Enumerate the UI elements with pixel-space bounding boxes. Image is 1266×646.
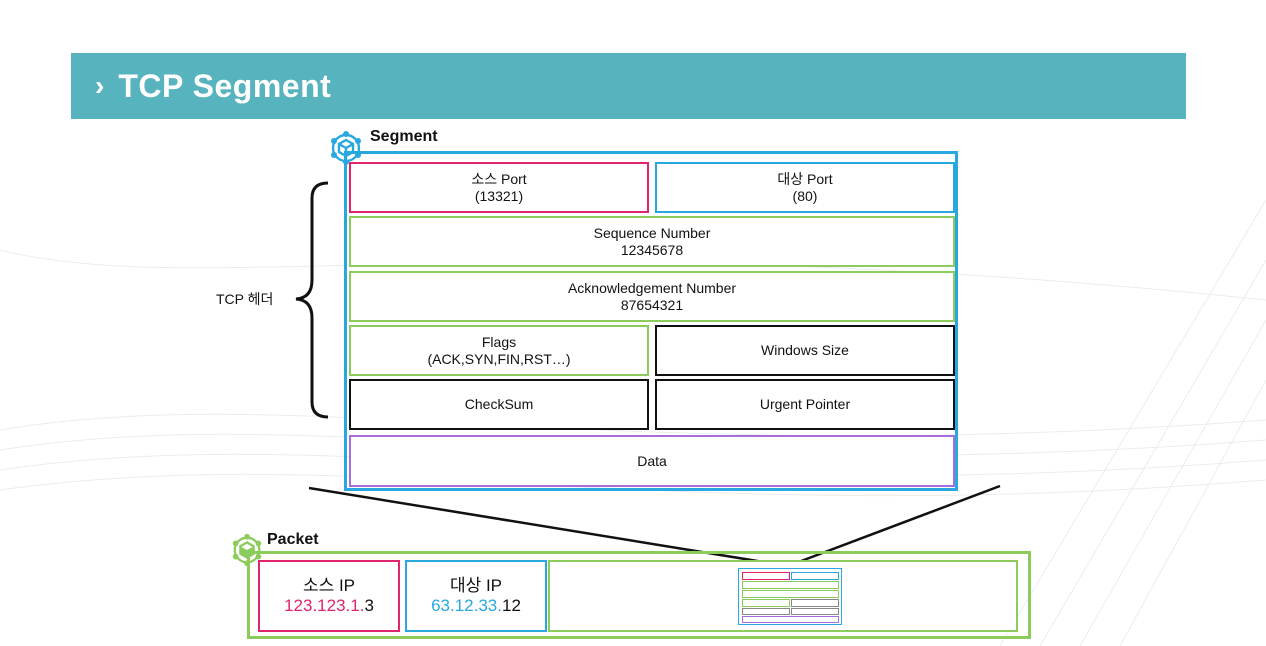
data-field: Data xyxy=(349,435,955,487)
field-label: Flags xyxy=(481,333,517,350)
source-ip-box: 소스 IP 123.123.1.3 xyxy=(258,560,400,632)
packet-frame xyxy=(247,551,1031,639)
urgent-pointer-field: Urgent Pointer xyxy=(655,379,955,430)
flags-field: Flags (ACK,SYN,FIN,RST…) xyxy=(349,325,649,376)
page-title: TCP Segment xyxy=(118,67,332,104)
dest-ip-prefix: 63.12.33. xyxy=(431,596,502,615)
field-label: Windows Size xyxy=(761,342,849,358)
field-label: 대상 Port xyxy=(777,170,833,187)
mini-field xyxy=(742,599,790,607)
mini-field xyxy=(742,572,790,580)
field-label: Acknowledgement Number xyxy=(567,279,737,296)
dest-ip-value: 63.12.33.12 xyxy=(431,596,521,616)
mini-field xyxy=(742,590,839,598)
source-ip-label: 소스 IP xyxy=(302,576,356,595)
field-value: (80) xyxy=(792,187,818,204)
cube-network-icon xyxy=(232,533,262,567)
ack-number-field: Acknowledgement Number 87654321 xyxy=(349,271,955,322)
field-label: Data xyxy=(637,452,667,469)
mini-field xyxy=(791,608,839,615)
packet-label: Packet xyxy=(267,531,319,548)
segment-thumbnail xyxy=(738,568,842,625)
field-value: (13321) xyxy=(474,187,524,204)
mini-field xyxy=(742,581,839,589)
source-ip-value: 123.123.1.3 xyxy=(284,596,374,616)
mini-field xyxy=(742,608,790,615)
window-size-field: Windows Size xyxy=(655,325,955,376)
checksum-field: CheckSum xyxy=(349,379,649,430)
field-label: CheckSum xyxy=(464,396,534,412)
field-value: 87654321 xyxy=(620,296,684,313)
source-ip-host: 3 xyxy=(364,596,374,615)
curly-brace-icon xyxy=(295,181,329,419)
dest-port-field: 대상 Port (80) xyxy=(655,162,955,213)
chevron-right-icon: › xyxy=(95,70,105,101)
source-port-field: 소스 Port (13321) xyxy=(349,162,649,213)
field-label: Sequence Number xyxy=(593,224,711,241)
mini-field xyxy=(791,572,839,580)
segment-label: Segment xyxy=(370,128,438,145)
section-header: › TCP Segment xyxy=(71,53,1186,119)
source-ip-prefix: 123.123.1. xyxy=(284,596,365,615)
sequence-number-field: Sequence Number 12345678 xyxy=(349,216,955,267)
field-value: (ACK,SYN,FIN,RST…) xyxy=(427,350,571,367)
mini-field xyxy=(742,616,839,623)
brace-label: TCP 헤더 xyxy=(216,291,274,307)
field-value: 12345678 xyxy=(620,241,684,258)
field-label: Urgent Pointer xyxy=(759,396,851,412)
mini-field xyxy=(791,599,839,607)
field-label: 소스 Port xyxy=(471,170,527,187)
dest-ip-label: 대상 IP xyxy=(449,576,503,595)
dest-ip-host: 12 xyxy=(501,596,521,615)
dest-ip-box: 대상 IP 63.12.33.12 xyxy=(405,560,547,632)
